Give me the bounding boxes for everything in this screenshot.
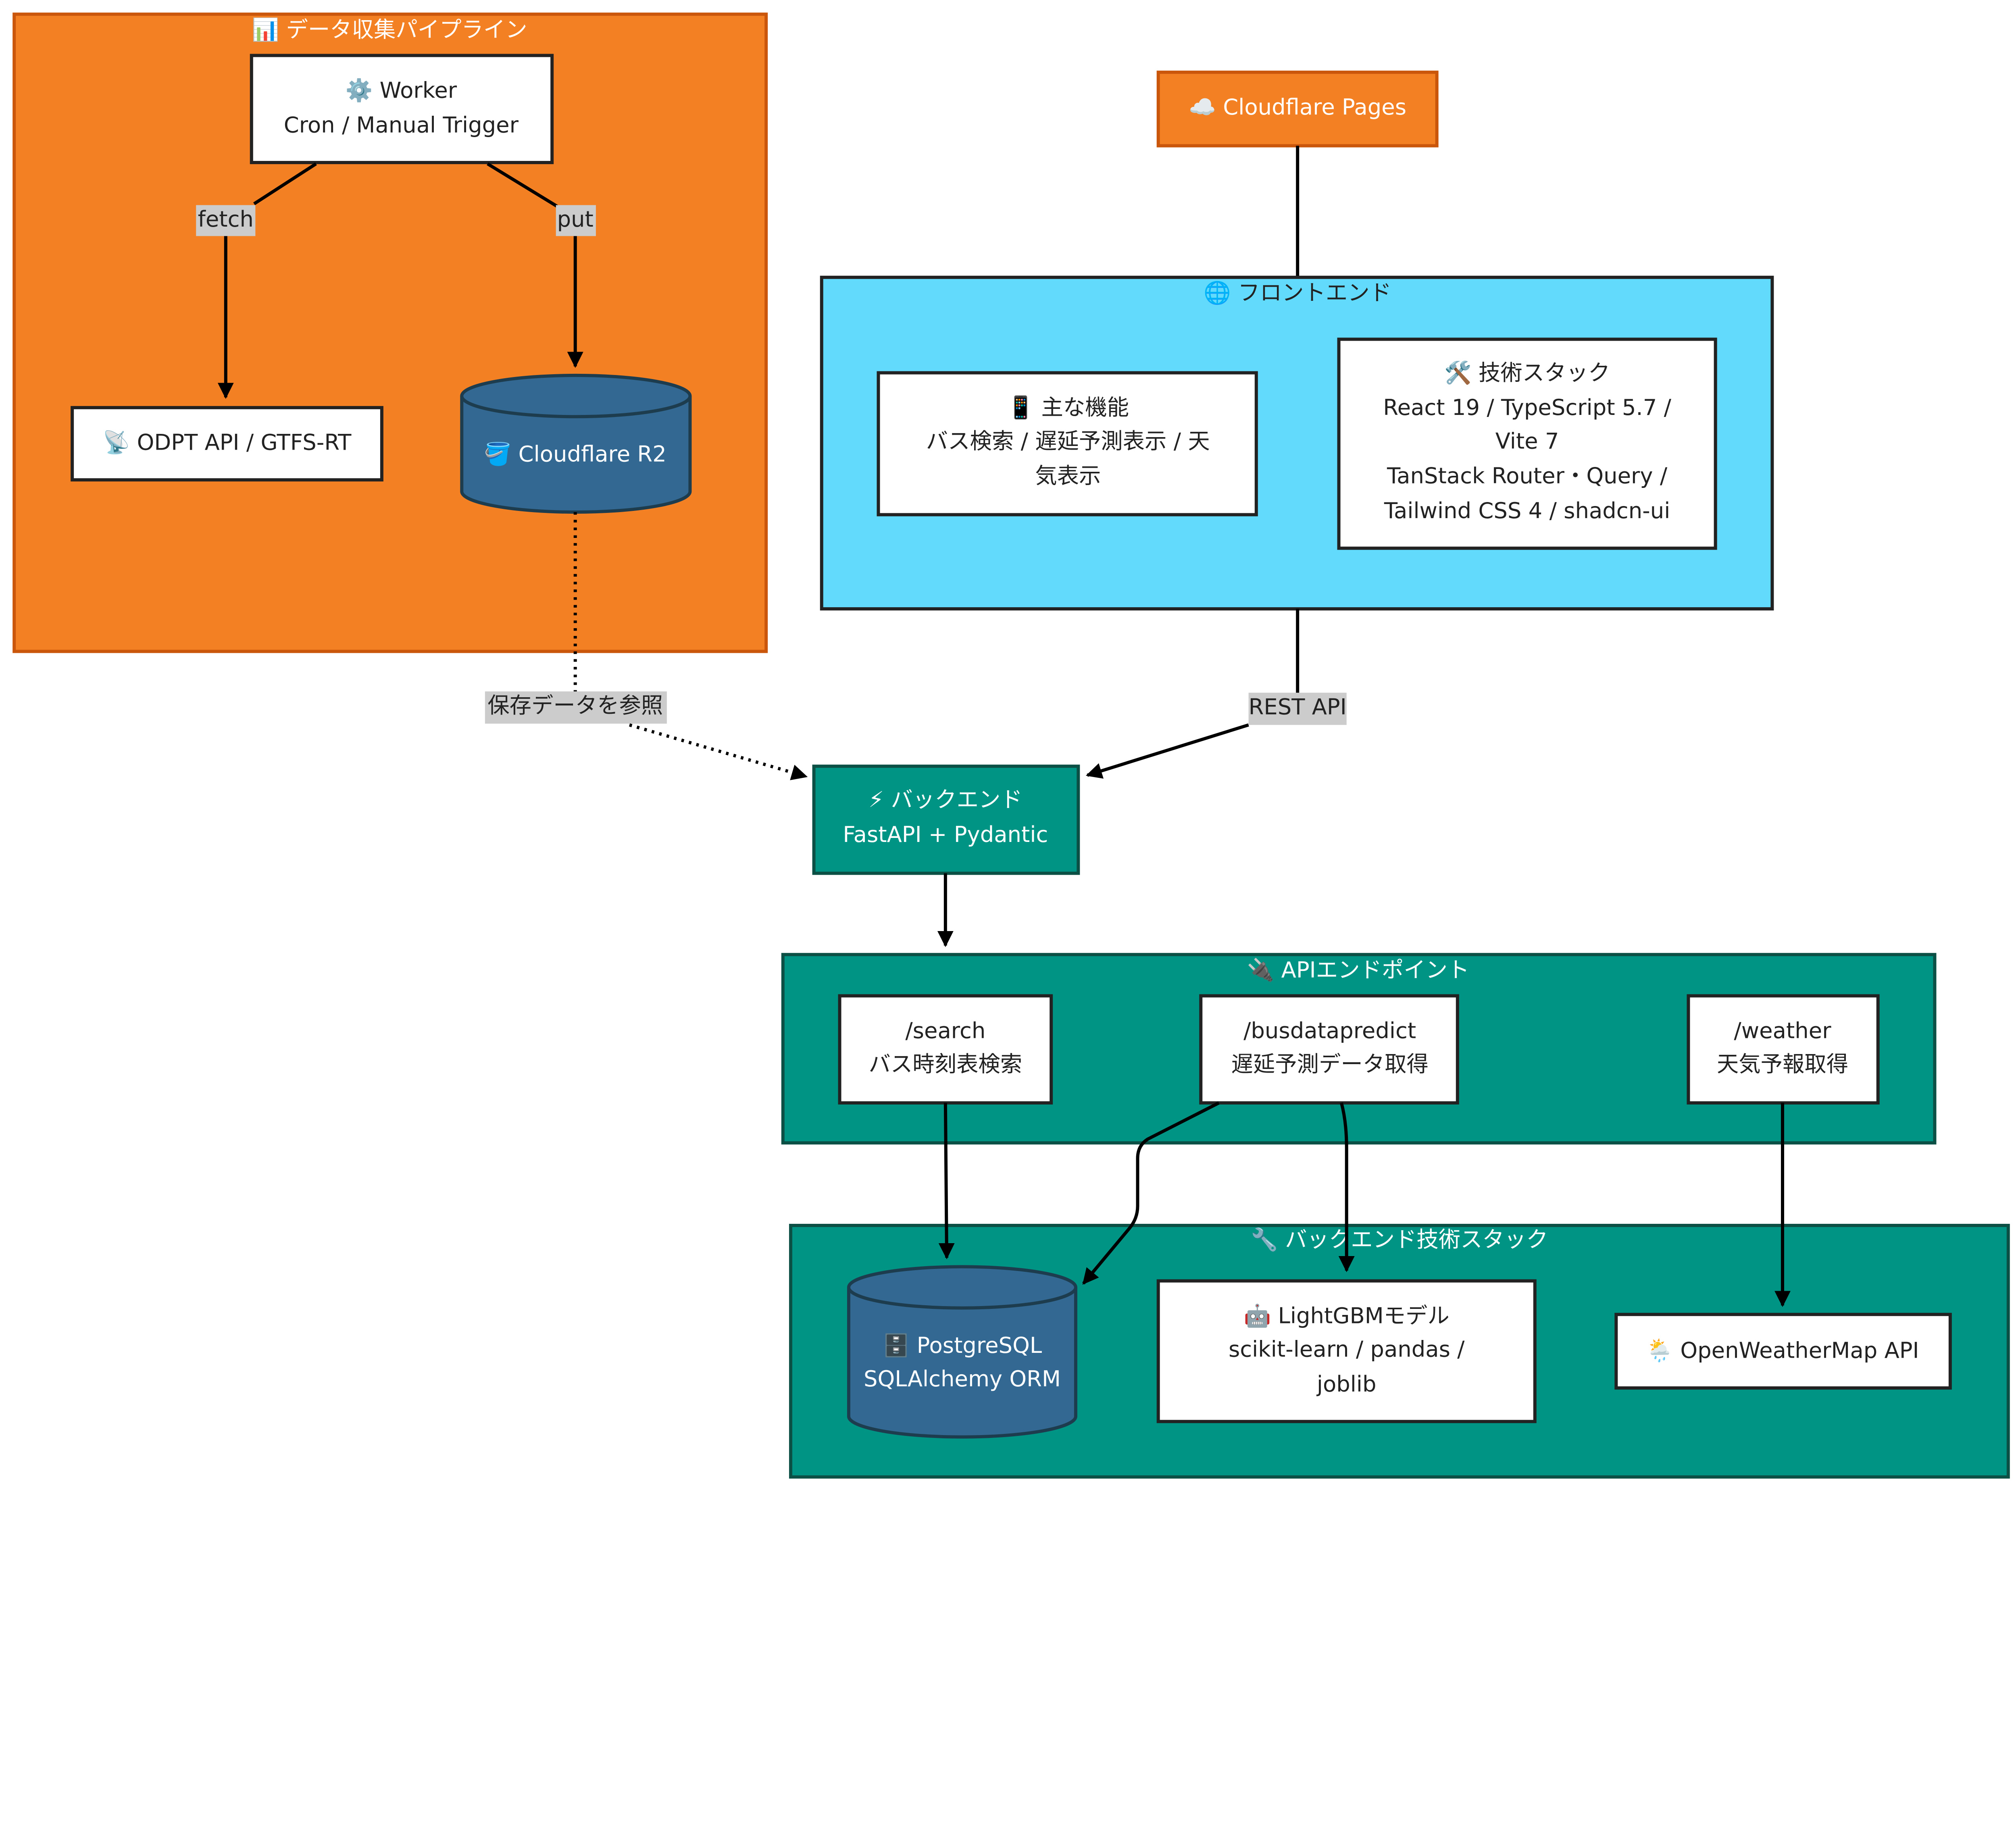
endpoint-search[interactable]: /search バス時刻表検索 xyxy=(838,994,1053,1105)
endpoints-title: 🔌 APIエンドポイント xyxy=(1247,957,1470,983)
edge-fetch xyxy=(253,162,317,205)
endpoint-busdatapredict[interactable]: /busdatapredict 遅延予測データ取得 xyxy=(1199,994,1459,1105)
pipeline-title: 📊 データ収集パイプライン xyxy=(252,17,527,42)
lightgbm-line: scikit-learn / pandas / xyxy=(1229,1336,1465,1362)
stack-line: TanStack Router・Query / xyxy=(1387,463,1668,489)
architecture-diagram: 📊 データ収集パイプライン ⚙️ Worker Cron / Manual Tr… xyxy=(12,13,2010,1479)
edge-stored-arrow xyxy=(629,723,808,780)
frontend-title: 🌐 フロントエンド xyxy=(1204,280,1391,305)
edge-predict-postgres xyxy=(1082,1101,1220,1285)
stack-line: 🛠️ 技術スタック xyxy=(1444,360,1610,385)
owm-label: 🌦️ OpenWeatherMap API xyxy=(1646,1338,1919,1364)
openweathermap-node[interactable]: 🌦️ OpenWeatherMap API xyxy=(1614,1313,1952,1390)
lightgbm-line: joblib xyxy=(1316,1371,1377,1397)
endpoint-path: /weather xyxy=(1734,1018,1831,1043)
backend-title: ⚡ バックエンド xyxy=(868,787,1023,813)
cloudflare-pages-node[interactable]: ☁️ Cloudflare Pages xyxy=(1156,71,1439,148)
stack-line: Vite 7 xyxy=(1495,428,1559,454)
odpt-node[interactable]: 📡 ODPT API / GTFS-RT xyxy=(71,406,383,482)
postgres-title: 🗄️ PostgreSQL xyxy=(883,1333,1042,1358)
fetch-label-bg xyxy=(196,205,256,236)
endpoint-weather[interactable]: /weather 天気予報取得 xyxy=(1687,994,1880,1105)
endpoint-desc: 遅延予測データ取得 xyxy=(1231,1051,1428,1077)
r2-label: 🪣 Cloudflare R2 xyxy=(484,441,666,467)
pages-label: ☁️ Cloudflare Pages xyxy=(1189,94,1406,120)
edge-put xyxy=(487,162,558,208)
stored-label-bg xyxy=(485,691,667,724)
frontend-group: 🌐 フロントエンド 📱 主な機能 バス検索 / 遅延予測表示 / 天 気表示 🛠… xyxy=(820,275,1774,610)
put-label: put xyxy=(557,206,594,232)
edge-predict-lightgbm xyxy=(1338,1102,1355,1272)
pipeline-group: 📊 データ収集パイプライン ⚙️ Worker Cron / Manual Tr… xyxy=(12,13,768,653)
backend-subtitle: FastAPI + Pydantic xyxy=(843,822,1048,847)
endpoint-desc: バス時刻表検索 xyxy=(869,1051,1023,1077)
features-line: 📱 主な機能 xyxy=(1007,395,1129,420)
features-line: バス検索 / 遅延予測表示 / 天 xyxy=(926,428,1210,454)
put-label-bg xyxy=(556,205,596,236)
features-line: 気表示 xyxy=(1035,463,1101,489)
postgres-subtitle: SQLAlchemy ORM xyxy=(864,1366,1061,1392)
odpt-label: 📡 ODPT API / GTFS-RT xyxy=(103,429,352,455)
rest-label-bg xyxy=(1248,692,1347,725)
stack-line: React 19 / TypeScript 5.7 / xyxy=(1383,395,1671,420)
endpoint-path: /busdatapredict xyxy=(1243,1018,1416,1043)
fetch-label: fetch xyxy=(198,206,254,232)
lightgbm-line: 🤖 LightGBMモデル xyxy=(1244,1303,1450,1328)
worker-node[interactable]: ⚙️ Worker Cron / Manual Trigger xyxy=(250,54,554,165)
endpoint-path: /search xyxy=(905,1018,985,1043)
features-node[interactable]: 📱 主な機能 バス検索 / 遅延予測表示 / 天 気表示 xyxy=(877,371,1258,517)
tech-title: 🔧 バックエンド技術スタック xyxy=(1251,1227,1548,1252)
stack-line: Tailwind CSS 4 / shadcn-ui xyxy=(1384,498,1670,523)
worker-subtitle: Cron / Manual Trigger xyxy=(284,113,519,138)
edge-rest-arrow xyxy=(1085,723,1249,779)
r2-cylinder[interactable]: 🪣 Cloudflare R2 xyxy=(460,373,692,514)
backend-node[interactable]: ⚡ バックエンド FastAPI + Pydantic xyxy=(812,765,1080,875)
backend-tech-group: 🔧 バックエンド技術スタック 🗄️ PostgreSQL SQLAlchemy … xyxy=(789,1224,2010,1479)
endpoints-group: 🔌 APIエンドポイント /search バス時刻表検索 /busdatapre… xyxy=(781,953,1937,1145)
frontend-stack-node[interactable]: 🛠️ 技術スタック React 19 / TypeScript 5.7 / Vi… xyxy=(1337,338,1717,550)
lightgbm-node[interactable]: 🤖 LightGBMモデル scikit-learn / pandas / jo… xyxy=(1156,1279,1537,1423)
endpoint-desc: 天気予報取得 xyxy=(1717,1051,1848,1077)
edge-search-postgres xyxy=(938,1103,955,1259)
rest-label: REST API xyxy=(1249,694,1347,719)
worker-title: ⚙️ Worker xyxy=(346,77,457,103)
postgres-cylinder[interactable]: 🗄️ PostgreSQL SQLAlchemy ORM xyxy=(847,1265,1077,1439)
stored-label: 保存データを参照 xyxy=(487,693,663,718)
